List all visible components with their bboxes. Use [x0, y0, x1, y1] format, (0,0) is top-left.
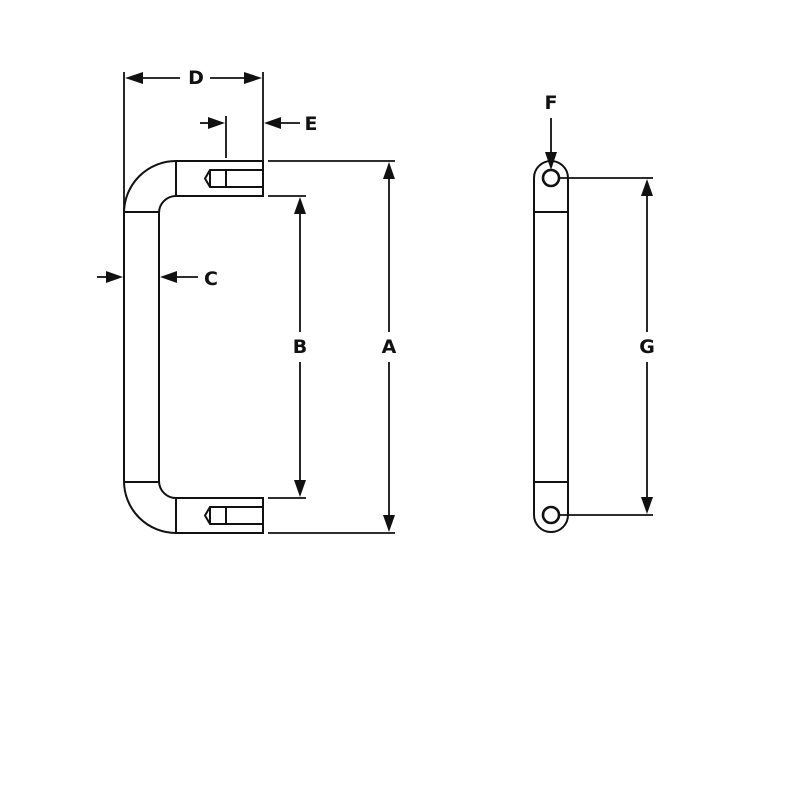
label-e: E — [304, 113, 318, 135]
label-a: A — [379, 336, 399, 358]
label-c: C — [204, 268, 218, 290]
upper-mounting-hole — [541, 168, 561, 188]
dimension-c — [97, 271, 198, 283]
label-d: D — [186, 67, 206, 89]
dimension-f — [545, 118, 557, 170]
end-view-handle — [533, 160, 569, 533]
dimension-g — [559, 177, 653, 516]
upper-standoff — [175, 160, 264, 197]
dimension-b — [268, 195, 306, 499]
lower-standoff — [175, 497, 264, 534]
handle-outer-profile — [123, 160, 177, 534]
lower-mounting-hole — [541, 505, 561, 525]
end-view-outline — [533, 160, 569, 533]
handle-inner-profile — [158, 195, 177, 499]
dimension-e — [200, 116, 300, 158]
side-view-handle — [123, 160, 264, 534]
dimension-d — [123, 72, 264, 212]
dimension-a — [268, 160, 395, 534]
label-f: F — [544, 92, 558, 114]
label-b: B — [290, 336, 310, 358]
label-g: G — [637, 336, 657, 358]
